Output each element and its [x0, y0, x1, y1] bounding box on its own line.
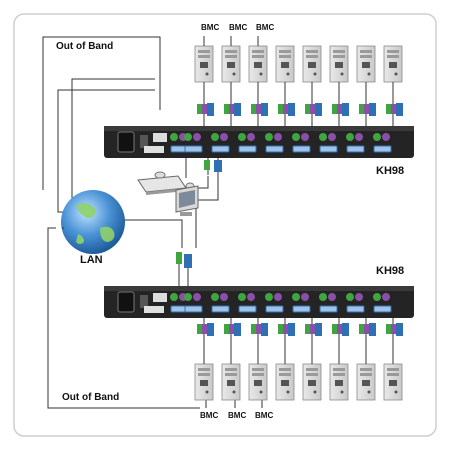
kvm-port — [211, 133, 230, 153]
kvm-port — [319, 133, 338, 153]
kvm-switch-top — [104, 126, 414, 158]
server-icon — [329, 363, 349, 401]
outer-frame — [13, 13, 437, 437]
kvm-port — [373, 293, 392, 313]
server-icon — [302, 45, 322, 83]
server-icon — [302, 363, 322, 401]
power-switch — [140, 295, 148, 308]
lan-port — [153, 293, 167, 302]
out-of-band-label-bottom: Out of Band — [62, 392, 120, 403]
bmc-label: BMC — [228, 411, 247, 420]
switch-2-console-connectors — [176, 252, 192, 286]
kvm-port — [292, 293, 311, 313]
kvm-cable — [197, 318, 214, 364]
switch-model-label: KH98 — [376, 165, 405, 177]
server-icon — [383, 363, 403, 401]
kvm-switch-bottom — [104, 286, 414, 318]
kvm-port — [292, 133, 311, 153]
server-icon — [275, 45, 295, 83]
keyboard-icon — [137, 171, 187, 195]
kvm-port — [319, 293, 338, 313]
server-icon — [356, 45, 376, 83]
bmc-label: BMC — [201, 23, 220, 32]
kvm-cable — [197, 82, 214, 126]
bmc-label: BMC — [200, 411, 219, 420]
server-icon — [194, 45, 214, 83]
kvm-port — [211, 293, 230, 313]
power-socket — [117, 291, 135, 313]
kvm-port — [184, 293, 203, 313]
lan-port — [153, 133, 167, 142]
server-icon — [356, 363, 376, 401]
server-icon — [329, 45, 349, 83]
kvm-port — [265, 133, 284, 153]
kvm-cable — [305, 318, 322, 364]
server-icon — [221, 363, 241, 401]
kvm-cable — [224, 82, 241, 126]
kvm-port — [373, 133, 392, 153]
bmc-label: BMC — [256, 23, 275, 32]
server-row-top — [194, 36, 403, 126]
server-icon — [248, 45, 268, 83]
kvm-cable — [359, 82, 376, 126]
switch-model-label: KH98 — [376, 265, 405, 277]
console-port — [144, 146, 164, 153]
kvm-cable — [278, 82, 295, 126]
server-icon — [383, 45, 403, 83]
console-port — [144, 306, 164, 313]
server-icon — [221, 45, 241, 83]
kvm-cable — [386, 318, 403, 364]
kvm-cable — [359, 318, 376, 364]
kvm-cable — [305, 82, 322, 126]
power-socket — [117, 131, 135, 153]
bmc-label: BMC — [255, 411, 274, 420]
kvm-port — [346, 133, 365, 153]
kvm-port — [346, 293, 365, 313]
monitor-icon — [175, 185, 199, 216]
kvm-port — [238, 293, 257, 313]
globe-icon — [61, 190, 125, 254]
kvm-port — [170, 293, 189, 313]
kvm-port — [184, 133, 203, 153]
lan-label: LAN — [80, 254, 103, 266]
kvm-cable — [332, 318, 349, 364]
server-icon — [248, 363, 268, 401]
server-icon — [275, 363, 295, 401]
server-row-bottom — [194, 318, 403, 401]
out-of-band-label-top: Out of Band — [56, 41, 114, 52]
kvm-port — [238, 133, 257, 153]
kvm-cable — [386, 82, 403, 126]
bmc-label: BMC — [229, 23, 248, 32]
kvm-cable — [224, 318, 241, 364]
kvm-cable — [332, 82, 349, 126]
kvm-cable — [251, 318, 268, 364]
kvm-cable — [278, 318, 295, 364]
kvm-cable — [251, 82, 268, 126]
kvm-port — [265, 293, 284, 313]
server-icon — [194, 363, 214, 401]
power-switch — [140, 135, 148, 148]
